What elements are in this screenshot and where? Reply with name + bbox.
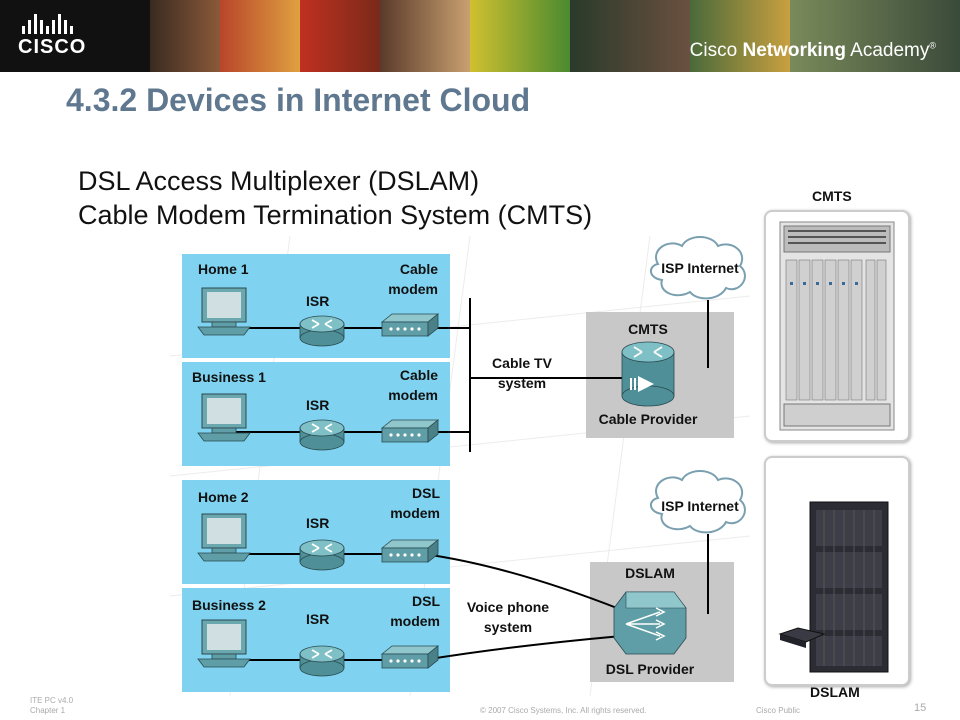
dslam-chassis-icon (778, 501, 889, 673)
modem-label-line1: Cable (400, 367, 438, 383)
footer-copyright: © 2007 Cisco Systems, Inc. All rights re… (480, 706, 647, 715)
cable-tv-label-line2: system (498, 375, 546, 391)
router-label: ISR (306, 397, 329, 413)
dslam-photo (764, 456, 910, 686)
banner-photo-strip (300, 0, 380, 72)
dslam-device-icon (613, 591, 687, 655)
modem-label-line2: modem (388, 387, 438, 403)
router-icon (299, 539, 345, 571)
dslam-device-label: DSLAM (625, 565, 675, 581)
cable-provider-label: Cable Provider (599, 411, 698, 427)
computer-icon (197, 513, 251, 562)
modem-icon (381, 313, 439, 337)
banner-photo-strip (790, 0, 960, 72)
router-icon (299, 645, 345, 677)
router-icon (299, 419, 345, 451)
computer-icon (197, 287, 251, 336)
banner-photo-strip (470, 0, 570, 72)
modem-label-line2: modem (390, 505, 440, 521)
isp-cloud-icon (650, 236, 746, 300)
banner-photo-strip (150, 0, 220, 72)
subtitle-line-dslam: DSL Access Multiplexer (DSLAM) (78, 166, 480, 196)
banner-photo-strip (220, 0, 300, 72)
modem-label-line2: modem (388, 281, 438, 297)
footer-page-number: 15 (914, 702, 927, 714)
network-diagram: Home 1 Business 1 Home 2 Business 2 ISR … (170, 236, 750, 696)
footer-course: ITE PC v4.0 (30, 696, 74, 705)
router-label: ISR (306, 515, 329, 531)
modem-label-line1: Cable (400, 261, 438, 277)
router-label: ISR (306, 611, 329, 627)
router-icon (299, 315, 345, 347)
cable-tv-label-line1: Cable TV (492, 355, 553, 371)
modem-label-line1: DSL (412, 593, 440, 609)
site-name-business-2: Business 2 (192, 597, 266, 613)
dslam-photo-caption: DSLAM (810, 684, 860, 700)
site-name-home-1: Home 1 (198, 261, 249, 277)
site-name-home-2: Home 2 (198, 489, 249, 505)
isp-internet-label: ISP Internet (661, 498, 739, 514)
router-label: ISR (306, 293, 329, 309)
modem-label-line2: modem (390, 613, 440, 629)
header-banner: CISCO Cisco Networking Academy® (0, 0, 960, 72)
banner-photo-strip (380, 0, 470, 72)
slide-subtitle: DSL Access Multiplexer (DSLAM) Cable Mod… (78, 164, 592, 232)
modem-icon (381, 539, 439, 563)
modem-icon (381, 645, 439, 669)
footer-classification: Cisco Public (756, 706, 801, 715)
isp-cloud-icon (650, 470, 746, 534)
modem-label-line1: DSL (412, 485, 440, 501)
cisco-logo-text: CISCO (18, 36, 87, 58)
networking-academy-text: Cisco Networking Academy® (689, 40, 936, 61)
dsl-provider-label: DSL Provider (606, 661, 695, 677)
computer-icon (197, 619, 251, 668)
cmts-chassis-icon (779, 221, 895, 431)
computer-icon (197, 393, 251, 442)
cisco-logo: CISCO (18, 14, 98, 58)
cmts-photo (764, 210, 910, 442)
site-name-business-1: Business 1 (192, 369, 266, 385)
cisco-logo-bars-icon (22, 14, 98, 34)
banner-photo-strip (690, 0, 790, 72)
voice-phone-lines (423, 553, 623, 661)
subtitle-line-cmts: Cable Modem Termination System (CMTS) (78, 200, 593, 230)
isp-internet-label: ISP Internet (661, 260, 739, 276)
banner-photo-strip (570, 0, 690, 72)
slide-title: 4.3.2 Devices in Internet Cloud (66, 82, 531, 118)
cmts-device-label: CMTS (628, 321, 668, 337)
modem-icon (381, 419, 439, 443)
footer-chapter: Chapter 1 (30, 706, 66, 715)
cmts-device-icon (621, 341, 675, 407)
cmts-photo-caption: CMTS (812, 188, 852, 204)
voice-phone-label-line1: Voice phone (467, 599, 549, 615)
voice-phone-label-line2: system (484, 619, 532, 635)
